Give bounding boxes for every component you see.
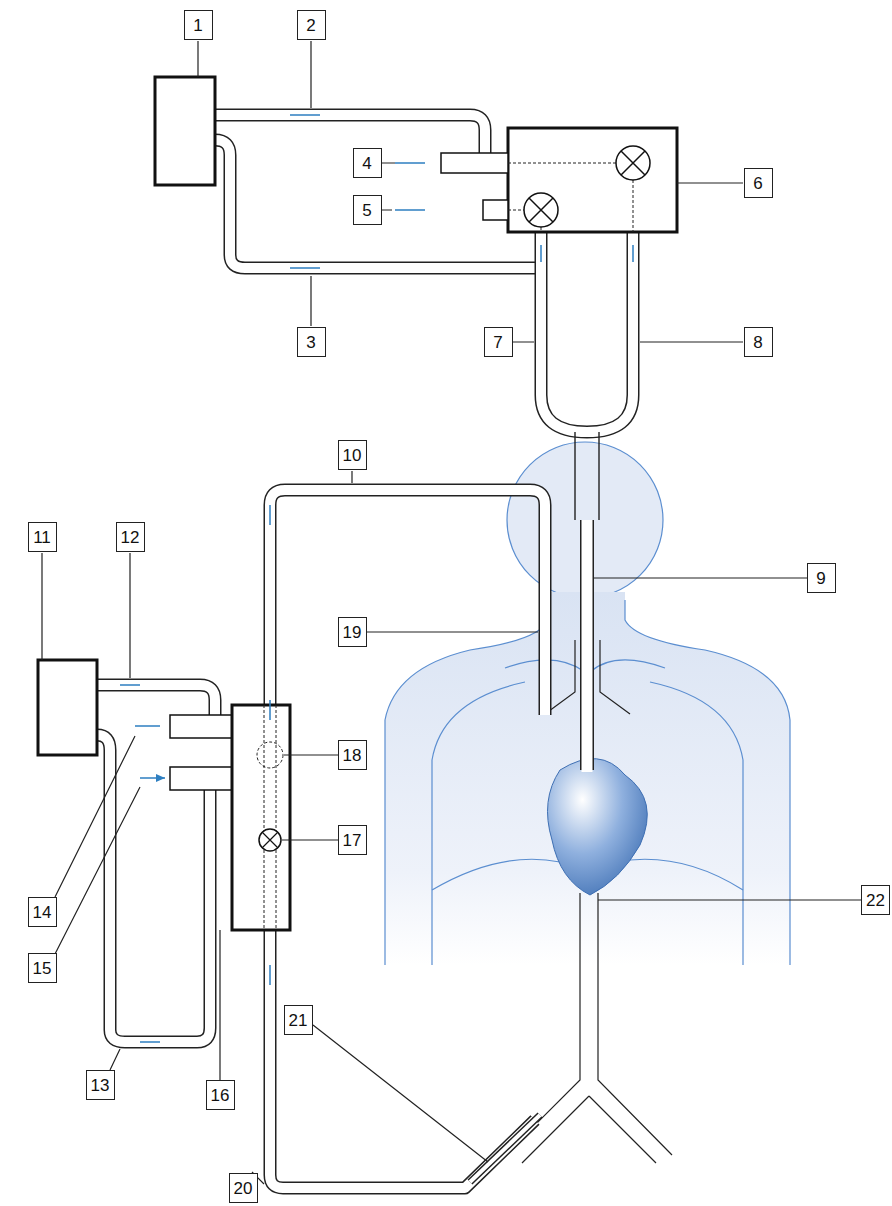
callout-box: 8 — [744, 327, 773, 357]
callout-box: 14 — [28, 897, 57, 927]
callout-box: 6 — [744, 168, 773, 198]
callout-box: 17 — [338, 825, 367, 855]
callout-number: 20 — [234, 1180, 253, 1197]
callout-number: 3 — [306, 334, 315, 351]
callout-box: 12 — [116, 522, 145, 552]
callout-box: 2 — [297, 10, 326, 40]
callout-box: 15 — [28, 953, 57, 983]
callout-box: 21 — [284, 1005, 313, 1035]
callout-box: 16 — [206, 1080, 235, 1110]
callout-box: 5 — [353, 195, 382, 225]
callout-number: 7 — [493, 334, 502, 351]
callout-box: 10 — [338, 440, 367, 470]
callout-box: 4 — [353, 148, 382, 178]
callout-number: 22 — [866, 892, 885, 909]
callout-number: 4 — [362, 155, 371, 172]
callout-number: 10 — [343, 447, 362, 464]
callout-box: 22 — [861, 885, 890, 915]
callout-box: 1 — [184, 10, 213, 40]
callout-box: 20 — [229, 1173, 258, 1203]
callout-number: 6 — [753, 175, 762, 192]
callout-number: 5 — [362, 202, 371, 219]
callout-box: 3 — [297, 327, 326, 357]
callout-box: 19 — [338, 617, 367, 647]
callout-number: 18 — [343, 747, 362, 764]
callout-number: 1 — [193, 17, 202, 34]
heart — [548, 759, 648, 895]
callout-number: 8 — [753, 334, 762, 351]
callout-number: 15 — [33, 960, 52, 977]
callout-number: 11 — [33, 529, 51, 546]
callout-box: 7 — [484, 327, 513, 357]
callout-number: 12 — [121, 529, 140, 546]
callout-box: 13 — [86, 1070, 115, 1100]
callout-number: 21 — [289, 1012, 308, 1029]
callout-number: 2 — [306, 17, 315, 34]
callout-number: 19 — [343, 624, 362, 641]
callout-number: 13 — [91, 1077, 110, 1094]
callout-number: 14 — [33, 904, 52, 921]
callout-box: 18 — [338, 740, 367, 770]
callout-box: 11 — [28, 522, 57, 552]
callout-box: 9 — [807, 563, 836, 593]
callout-number: 17 — [343, 832, 362, 849]
callout-number: 9 — [816, 570, 825, 587]
callout-number: 16 — [211, 1087, 230, 1104]
